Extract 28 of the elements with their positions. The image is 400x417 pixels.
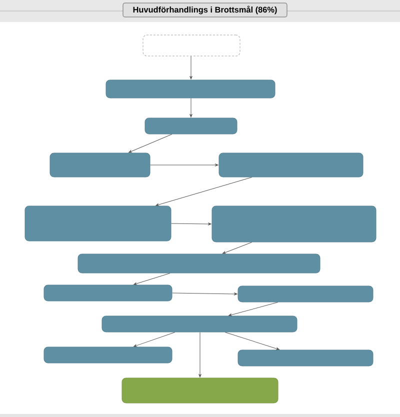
process-box — [218, 152, 364, 178]
process-box — [212, 206, 376, 242]
end-box — [122, 378, 278, 404]
arrow — [156, 177, 252, 206]
process-box — [44, 284, 172, 302]
process-box — [238, 286, 374, 302]
arrow — [150, 164, 218, 166]
dashed-box — [142, 34, 240, 56]
arrow — [133, 332, 176, 347]
process-box — [238, 350, 374, 366]
process-box — [44, 346, 172, 364]
arrow — [222, 242, 252, 254]
process-box — [106, 80, 276, 98]
process-box — [144, 118, 238, 134]
title-tab: Huvudförhandlings i Brottsmål (86%) — [122, 2, 288, 18]
arrow — [198, 332, 202, 378]
arrow — [190, 98, 192, 118]
arrow — [224, 332, 280, 350]
arrow — [190, 56, 192, 80]
arrow — [134, 273, 170, 286]
arrow — [172, 292, 238, 296]
process-box — [24, 206, 172, 242]
arrow — [228, 302, 278, 316]
arrow — [171, 222, 212, 226]
process-box — [102, 316, 298, 332]
process-box — [50, 152, 150, 178]
process-box — [78, 254, 320, 274]
arrow — [128, 134, 172, 153]
